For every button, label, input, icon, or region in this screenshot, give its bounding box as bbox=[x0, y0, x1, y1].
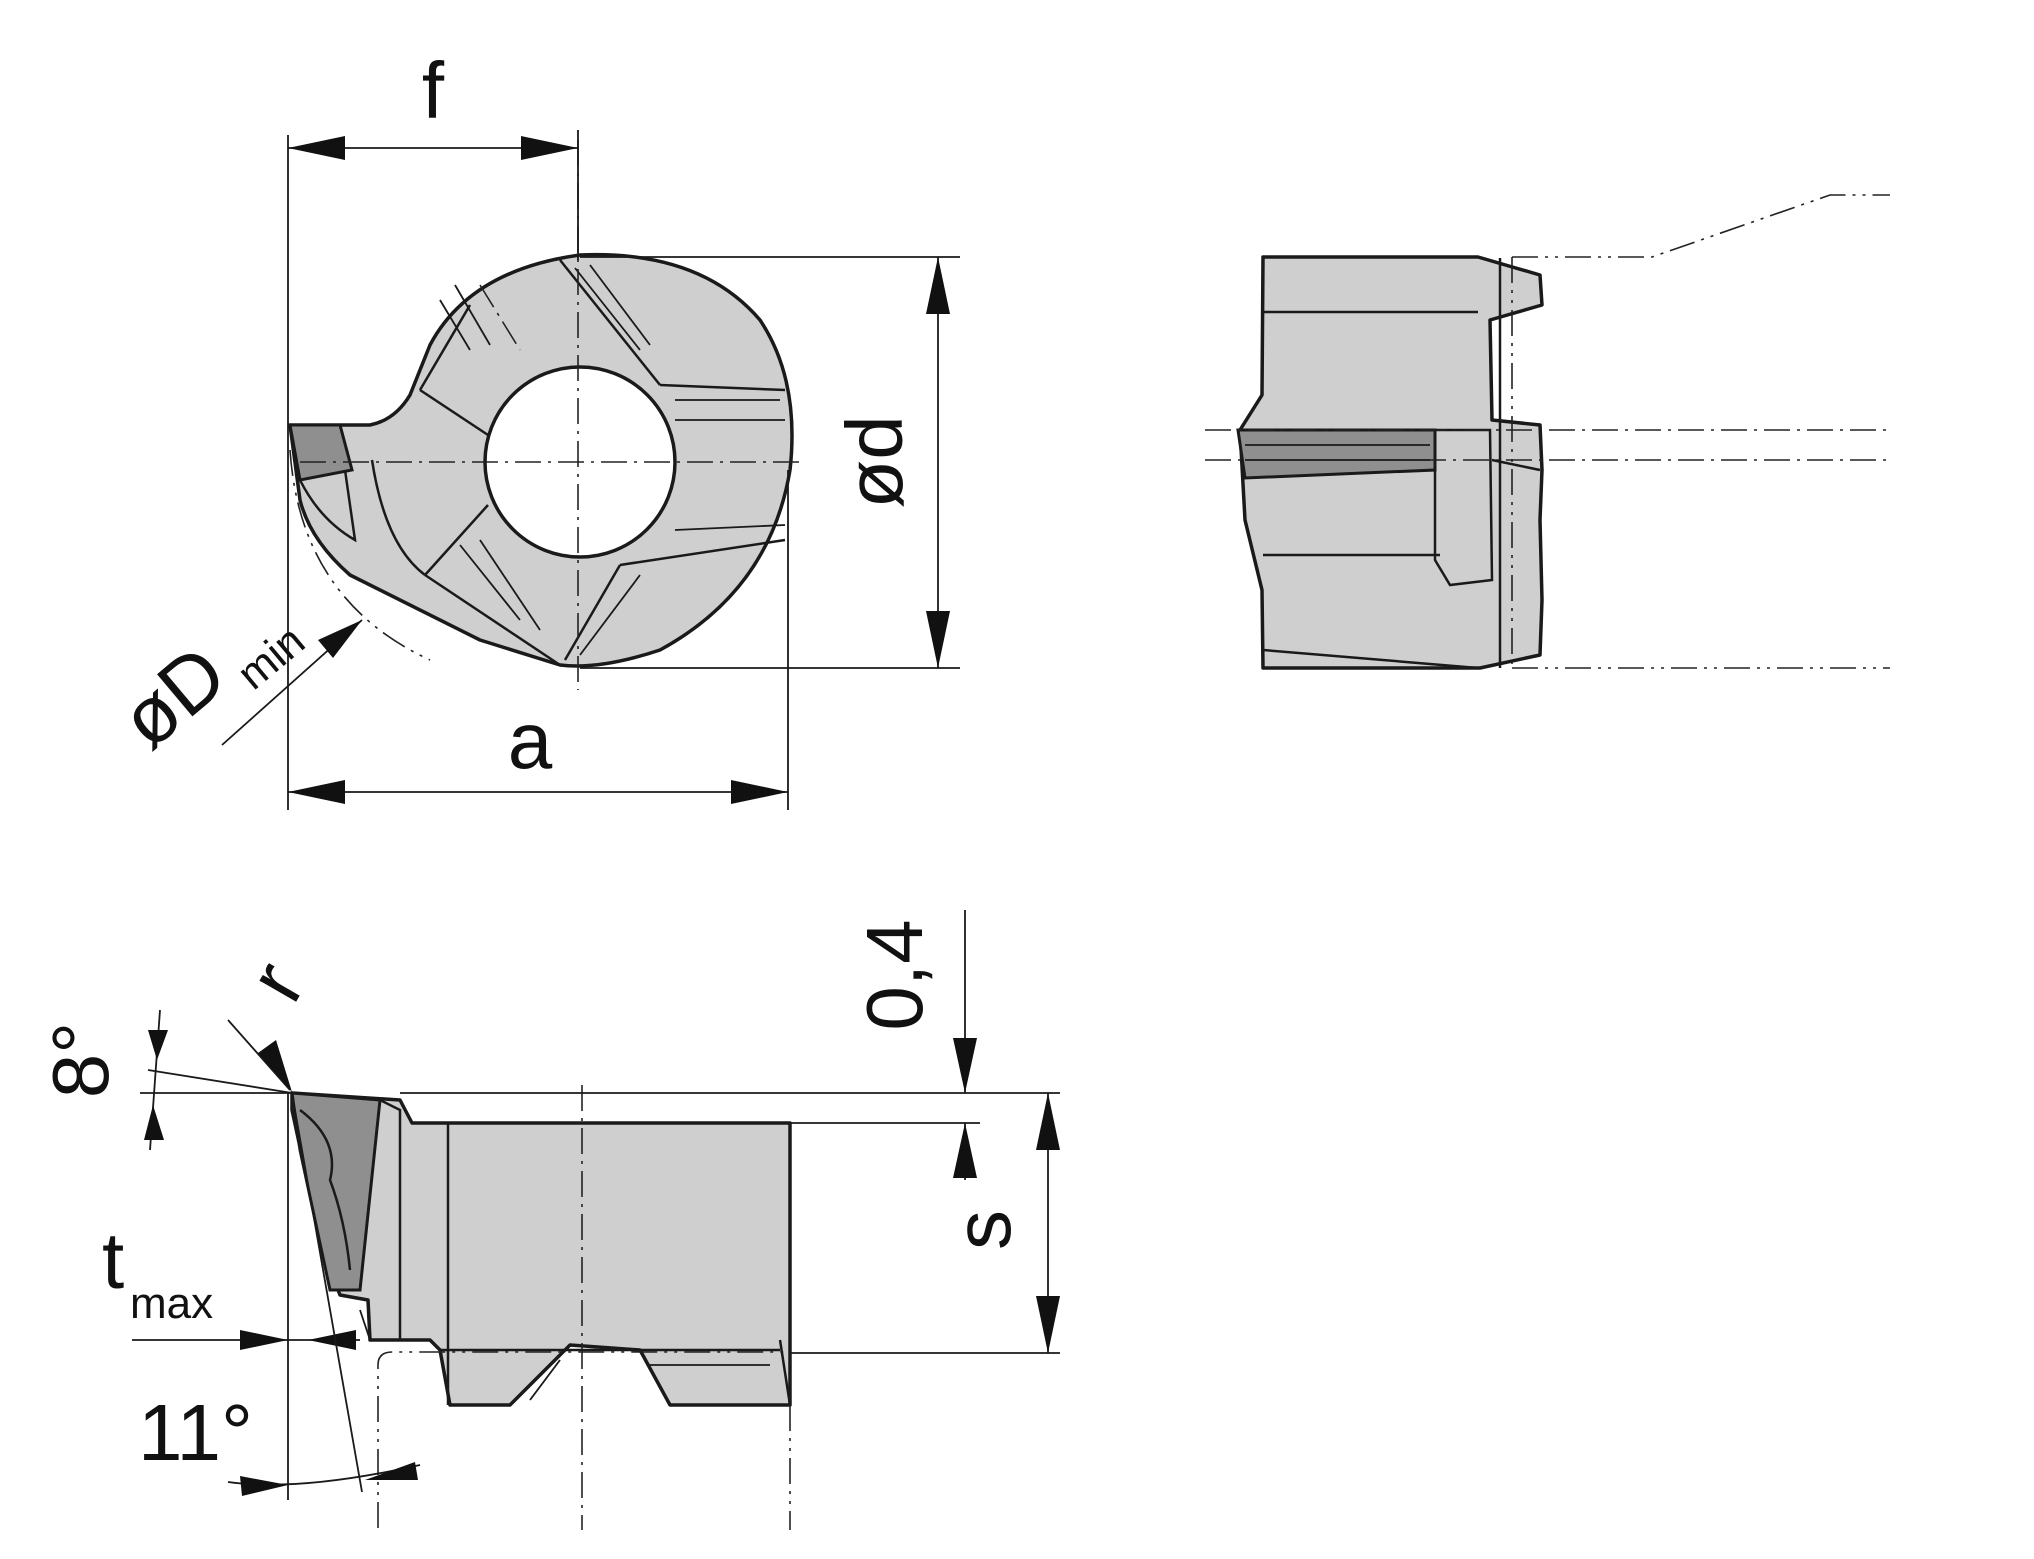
dimension-clearance: 0,4 bbox=[400, 910, 1060, 1180]
r-label: r bbox=[231, 947, 321, 1015]
a-label: a bbox=[508, 696, 553, 785]
front-facet-5 bbox=[418, 304, 472, 391]
a-arrow-right bbox=[731, 780, 788, 804]
angle-bottom-arrow-right bbox=[365, 1462, 418, 1480]
dmin-phantom-arc bbox=[289, 449, 431, 661]
dimension-s: s bbox=[790, 1093, 1060, 1354]
clearance-arrow-bottom bbox=[953, 1123, 977, 1178]
f-label: f bbox=[422, 46, 445, 135]
front-facet-4 bbox=[419, 388, 489, 437]
tmax-subscript: max bbox=[130, 1279, 213, 1328]
front-view bbox=[288, 140, 800, 690]
dimension-dmin: øD min bbox=[104, 616, 363, 765]
dimension-tmax: t max bbox=[102, 1093, 360, 1500]
s-arrow-top bbox=[1036, 1093, 1060, 1150]
angle-top-arrow-down bbox=[144, 1105, 164, 1140]
angle-top-label: 8° bbox=[36, 1022, 125, 1098]
dimension-a: a bbox=[287, 470, 789, 810]
bottom-insert-contour bbox=[299, 1109, 352, 1271]
side-view bbox=[1205, 194, 1890, 670]
dimension-angle-bottom: 11° bbox=[138, 1092, 421, 1496]
bottom-hatch bbox=[359, 1309, 770, 1401]
bottom-view-insert bbox=[290, 1091, 382, 1292]
angle-bottom-ray bbox=[291, 1092, 363, 1493]
front-facet-7 bbox=[659, 383, 786, 392]
clearance-label: 0,4 bbox=[850, 919, 939, 1030]
front-hatch-upper bbox=[439, 264, 651, 351]
dimension-d: ød bbox=[580, 256, 960, 669]
s-arrow-bottom bbox=[1036, 1296, 1060, 1353]
angle-top-arrow-up bbox=[148, 1030, 168, 1060]
dimension-angle-top: 8° bbox=[36, 1009, 293, 1151]
bottom-phantom-left bbox=[377, 1351, 790, 1528]
front-flute-axis bbox=[479, 284, 521, 351]
f-arrow-right bbox=[521, 136, 578, 160]
front-facet-9 bbox=[563, 564, 622, 661]
side-phantom-top bbox=[1512, 194, 1890, 258]
front-facet-6 bbox=[559, 259, 661, 386]
d-arrow-bottom bbox=[926, 611, 950, 668]
front-facet-2 bbox=[424, 573, 561, 667]
dmin-subscript: min bbox=[228, 616, 314, 699]
side-edge-6 bbox=[1491, 458, 1541, 472]
f-arrow-left bbox=[288, 136, 345, 160]
angle-bottom-arrow-left bbox=[240, 1476, 288, 1496]
a-arrow-left bbox=[288, 780, 345, 804]
front-facet-8 bbox=[619, 538, 786, 567]
side-edge-4 bbox=[1262, 648, 1479, 670]
d-arrow-top bbox=[926, 257, 950, 314]
bottom-edge-1 bbox=[379, 1098, 402, 1340]
tmax-arrow-left bbox=[240, 1330, 288, 1350]
front-view-insert-edge bbox=[298, 469, 357, 543]
dimension-r: r bbox=[227, 947, 321, 1092]
side-view-insert bbox=[1236, 428, 1437, 480]
r-leader bbox=[227, 1019, 291, 1091]
tmax-label: t bbox=[102, 1216, 124, 1305]
front-view-insert bbox=[288, 423, 354, 482]
d-label: ød bbox=[830, 415, 919, 508]
angle-bottom-label: 11° bbox=[138, 1388, 253, 1477]
clearance-arrow-top bbox=[953, 1038, 977, 1093]
r-arrow bbox=[258, 1040, 292, 1092]
tmax-arrow-right bbox=[308, 1330, 356, 1350]
angle-top-ray bbox=[147, 1069, 293, 1094]
bottom-edge-4 bbox=[509, 1339, 792, 1406]
front-hatch-lower bbox=[459, 399, 786, 656]
dimension-f: f bbox=[287, 46, 579, 590]
dmin-text-group: øD min bbox=[104, 616, 314, 765]
bottom-view bbox=[290, 1085, 792, 1530]
s-label: s bbox=[938, 1210, 1027, 1250]
front-facet-1 bbox=[370, 459, 426, 576]
dmin-arrow bbox=[318, 620, 362, 658]
front-facet-3 bbox=[424, 504, 489, 576]
